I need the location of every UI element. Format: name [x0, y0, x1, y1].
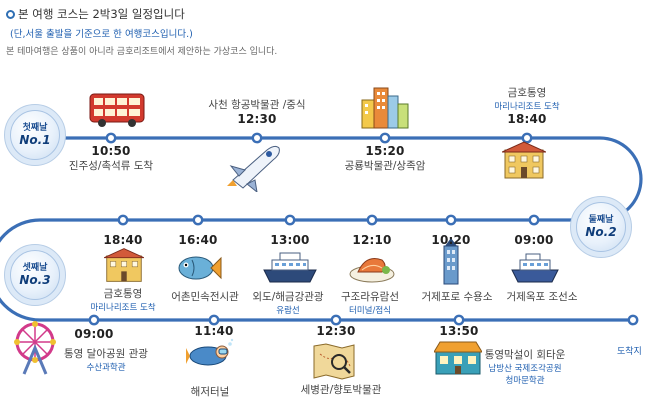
resort-building-icon [502, 141, 546, 179]
route-dot [208, 314, 220, 326]
city-buildings-icon [361, 87, 409, 129]
stop-day2-3-text: 외도/해금강관광 유람선 [252, 291, 324, 316]
ship-icon [511, 253, 559, 283]
route-dot [366, 214, 378, 226]
stop-day2-6-text: 거제옥포 조선소 [506, 291, 578, 303]
route-dot [105, 132, 117, 144]
stop-day2-4: 12:10 [352, 233, 392, 247]
stop-day3-1: 09:00 [74, 327, 114, 341]
route-dot [445, 214, 457, 226]
route-dot [284, 214, 296, 226]
stop-day3-2: 11:40 [194, 324, 234, 338]
route-dot [521, 132, 533, 144]
route-dot [528, 214, 540, 226]
stop-day2-1-text: 금호통영 마리나리조트 도착 [90, 288, 156, 313]
stop-day2-5-text: 거제포로 수용소 [421, 291, 493, 303]
stop-day2-2: 16:40 [178, 233, 218, 247]
diver-icon [186, 338, 234, 366]
seafood-dish-icon [349, 258, 395, 283]
bullet-circle-icon [6, 9, 15, 19]
notice-line-3: 본 테마여행은 상품이 아니라 금호리조트에서 제안하는 가상코스 입니다. [6, 47, 278, 57]
restaurant-building-icon [434, 341, 482, 375]
notice-block: 본 여행 코스는 2박3일 일정입니다 (단,서울 출발을 기준으로 한 여행코… [6, 6, 277, 57]
stop-day3-3-text: 세병관/향토박물관 [300, 384, 382, 396]
notice-line-1: 본 여행 코스는 2박3일 일정입니다 [18, 7, 185, 21]
stop-day1-1: 10:50 진주성/촉석류 도착 [68, 144, 154, 172]
stop-day3-4: 13:50 [439, 324, 479, 338]
route-dot [453, 314, 465, 326]
fish-icon [178, 256, 222, 280]
double-decker-bus-icon [89, 93, 145, 127]
stop-day1-4: 금호통영 마리나리조트 도착 18:40 [494, 87, 560, 126]
stop-day2-6: 09:00 [514, 233, 554, 247]
stop-day2-4-text: 구조라유람선 터미널/점식 [341, 291, 399, 316]
resort-building-icon [104, 248, 144, 282]
stop-day2-5: 10:20 [431, 233, 471, 247]
route-dot [330, 314, 342, 326]
end-label: 도착지 [617, 347, 642, 357]
stop-day2-1: 18:40 [103, 233, 143, 247]
end-dot [627, 314, 639, 326]
route-dot [192, 214, 204, 226]
treasure-map-icon [313, 343, 355, 380]
cruise-ship-icon [263, 252, 317, 283]
route-dot [379, 132, 391, 144]
stop-day1-3: 15:20 공룡박물관/상족암 [344, 144, 426, 172]
stop-day1-2: 사천 항공박물관 /중식 12:30 [208, 99, 306, 126]
stop-day2-3: 13:00 [270, 233, 310, 247]
stop-day3-4-text: 통영막설이 회타운 남방산 국제조각공원 청마문학관 [484, 349, 566, 386]
stop-day2-2-text: 어촌민속전시관 [171, 291, 239, 303]
stop-day3-2-text: 해저터널 [190, 386, 230, 398]
stop-day3-1-text: 통영 달아공원 관광 수산과학관 [64, 348, 148, 373]
stop-day3-3: 12:30 [316, 324, 356, 338]
tower-icon [443, 238, 459, 285]
route-dot [88, 314, 100, 326]
amusement-ride-icon [14, 321, 56, 375]
space-shuttle-icon [227, 145, 280, 192]
route-dot [251, 132, 263, 144]
notice-line-2: (단,서울 출발을 기준으로 한 여행코스입니다.) [10, 29, 193, 40]
route-dot [117, 214, 129, 226]
